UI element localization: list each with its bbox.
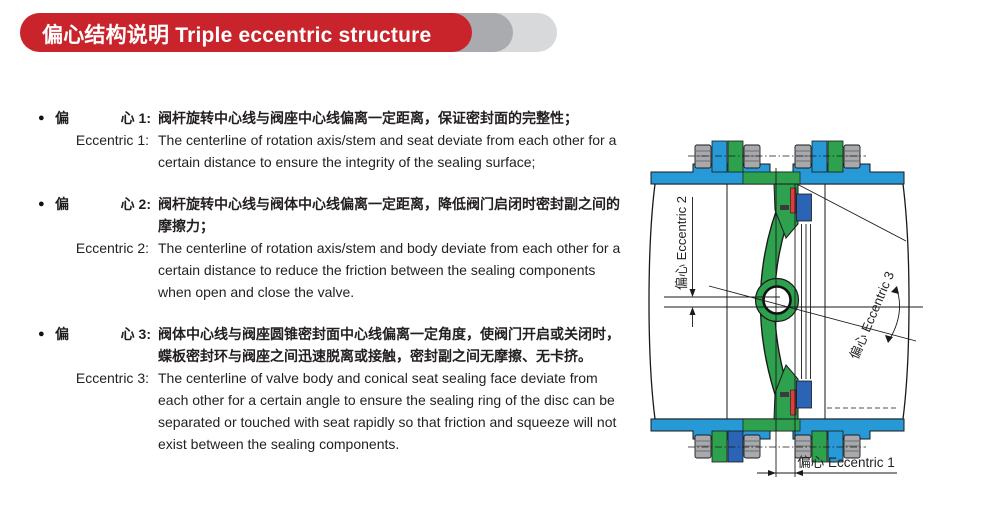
list-item-eccentric-3: ● 偏心 3: 阀体中心线与阀座圆锥密封面中心线偏离一定角度，使阀门开启或关闭时…	[38, 323, 626, 455]
cn-text: 阀杆旋转中心线与阀体中心线偏离一定距离，降低阀门启闭时密封副之间的摩擦力；	[158, 196, 620, 234]
top-bolts	[688, 140, 866, 173]
cn-text: 阀体中心线与阀座圆锥密封面中心线偏离一定角度，使阀门开启或关闭时，蝶板密封环与阀…	[158, 326, 620, 364]
label-eccentric-1: 偏心 Eccentric 1	[797, 455, 895, 470]
valve-diagram-svg: 偏心 Eccentric 2 偏心 Eccentric 3 偏心 Eccentr…	[648, 140, 923, 477]
bullet-icon: ●	[38, 328, 45, 340]
en-label: Eccentric 3:	[75, 370, 149, 386]
cn-label: 偏心 2:	[55, 196, 151, 212]
seat-block-bottom	[796, 380, 812, 409]
banner-pill-red	[20, 13, 472, 52]
bullet-icon: ●	[38, 198, 45, 210]
seal-ring-bottom	[790, 389, 797, 416]
header-banner: 偏心结构说明 Triple eccentric structure	[0, 13, 1007, 52]
eccentric2-dimension	[689, 197, 696, 327]
centerlines	[664, 168, 923, 477]
label-eccentric-2: 偏心 Eccentric 2	[674, 196, 689, 290]
bullet-icon: ●	[38, 112, 45, 124]
description-list: ● 偏心 1: 阀杆旋转中心线与阀座中心线偏离一定距离，保证密封面的完整性； E…	[38, 107, 626, 475]
cn-label: 偏心 3:	[55, 326, 151, 342]
seat-block-top	[796, 193, 812, 222]
list-item-eccentric-1: ● 偏心 1: 阀杆旋转中心线与阀座中心线偏离一定距离，保证密封面的完整性； E…	[38, 107, 626, 173]
bottom-bolts	[688, 430, 866, 463]
stem-bore	[762, 285, 792, 315]
eccentric1-dimension	[757, 470, 897, 476]
en-text: The centerline of rotation axis/stem and…	[158, 240, 621, 300]
valve-disc	[754, 183, 812, 420]
page-title: 偏心结构说明 Triple eccentric structure	[42, 24, 432, 47]
en-label: Eccentric 1:	[75, 132, 149, 148]
en-text: The centerline of valve body and conical…	[158, 370, 617, 452]
en-text: The centerline of rotation axis/stem and…	[158, 132, 617, 170]
valve-cross-section-diagram: 偏心 Eccentric 2 偏心 Eccentric 3 偏心 Eccentr…	[628, 126, 1007, 517]
cn-text: 阀杆旋转中心线与阀座中心线偏离一定距离，保证密封面的完整性；	[158, 110, 578, 126]
list-item-eccentric-2: ● 偏心 2: 阀杆旋转中心线与阀体中心线偏离一定距离，降低阀门启闭时密封副之间…	[38, 193, 626, 303]
seal-ring-top	[790, 187, 797, 214]
cn-label: 偏心 1:	[55, 110, 151, 126]
en-label: Eccentric 2:	[75, 240, 149, 256]
